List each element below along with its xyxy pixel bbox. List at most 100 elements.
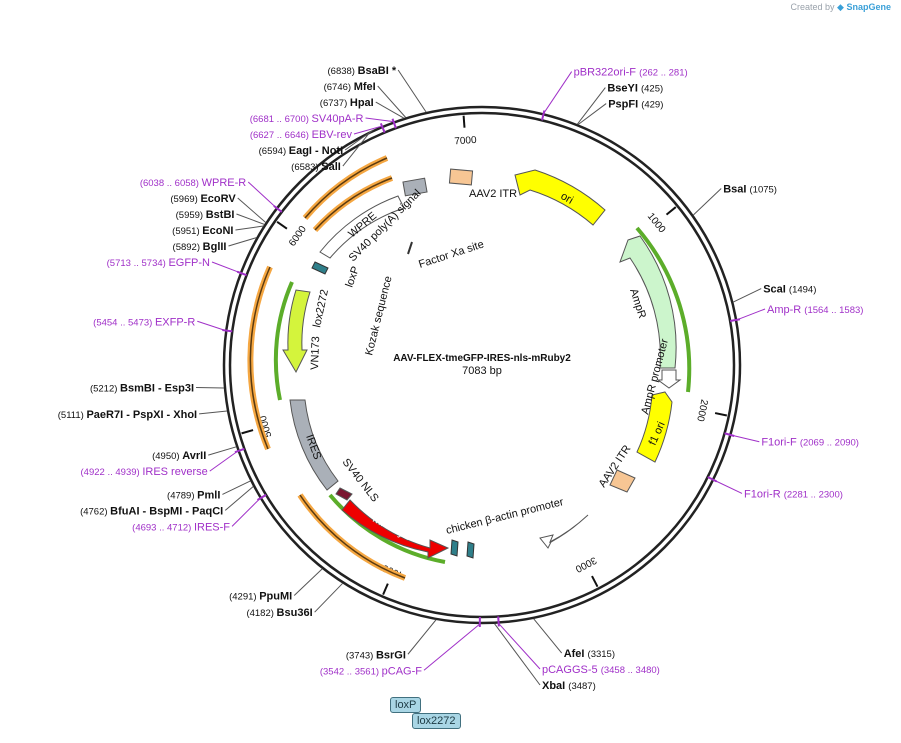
site-position: (4291) (229, 592, 259, 603)
site-label-ebv-rev[interactable]: (6627 .. 6646) EBV-rev (250, 129, 353, 141)
site-label-pbr322ori-f[interactable]: pBR322ori-F (262 .. 281) (574, 67, 688, 79)
primer-mark-ebv-rev (379, 122, 386, 133)
site-label-pcag-f[interactable]: (3542 .. 3561) pCAG-F (320, 665, 422, 677)
site-name: BstBI (206, 209, 235, 221)
site-position: (5951) (172, 226, 202, 237)
kozak-sequence-label: Kozak sequence (363, 275, 394, 357)
leader-hpai (375, 101, 404, 119)
sv40-polya-feature (402, 177, 428, 197)
leader-bsu36i (314, 582, 343, 613)
leader-sv40pa-r (365, 117, 394, 123)
site-label-sali[interactable]: (6583) SalI (291, 161, 341, 173)
site-name: ScaI (763, 284, 789, 296)
site-label-pmli[interactable]: (4789) PmlI (167, 489, 220, 501)
site-name: EXFP-R (155, 316, 195, 328)
site-label-f1ori-f[interactable]: F1ori-F (2069 .. 2090) (761, 437, 859, 449)
site-label-econi[interactable]: (5951) EcoNI (172, 225, 233, 237)
leader-f1ori-r (713, 479, 743, 494)
site-label-bsrgi[interactable]: (3743) BsrGI (346, 649, 406, 661)
leader-wpre-r (247, 181, 277, 209)
loxp-label: loxP (344, 265, 363, 289)
green-track-3 (635, 226, 692, 393)
site-name: IRES-F (194, 521, 230, 533)
site-label-ires-f[interactable]: (4693 .. 4712) IRES-F (132, 521, 230, 533)
site-position: (4762) (80, 506, 110, 517)
site-label-exfp-r[interactable]: (5454 .. 5473) EXFP-R (93, 316, 195, 328)
site-position: (4950) (152, 451, 182, 462)
credit-logo-text: SnapGene (846, 2, 891, 12)
site-label-mfei[interactable]: (6746) MfeI (324, 81, 376, 93)
site-name: BsrGI (376, 649, 406, 661)
site-label-bsmbi-esp3i[interactable]: (5212) BsmBI - Esp3I (90, 382, 194, 394)
site-label-f1ori-r[interactable]: F1ori-R (2281 .. 2300) (744, 488, 843, 500)
leader-xbai (494, 623, 541, 686)
site-label-bstbi[interactable]: (5959) BstBI (176, 209, 235, 221)
backbone-outer (222, 105, 742, 625)
site-label-ecorv[interactable]: (5969) EcoRV (170, 193, 236, 205)
site-name: PspFI (608, 99, 641, 111)
green-track-1 (273, 281, 294, 401)
site-label-bglii[interactable]: (5892) BglII (173, 241, 227, 253)
leader-mfei (377, 85, 407, 118)
aav2-itr-label-left: AAV2 ITR (469, 188, 517, 200)
site-name: EcoNI (202, 225, 233, 237)
created-by-credit: Created by ◆ SnapGene (791, 2, 892, 13)
leader-sali (342, 130, 372, 167)
site-label-sv40pa-r[interactable]: (6681 .. 6700) SV40pA-R (250, 113, 364, 125)
site-label-avrii[interactable]: (4950) AvrII (152, 450, 206, 462)
site-position: (1075) (750, 185, 777, 196)
leader-pbr322ori-f (543, 71, 573, 114)
green-track-2 (328, 493, 446, 564)
site-label-bseyi[interactable]: BseYI (425) (607, 83, 663, 95)
wpre-feature (319, 195, 405, 259)
site-label-egfp-n[interactable]: (5713 .. 5734) EGFP-N (107, 257, 210, 269)
leader-ppumi (293, 568, 323, 596)
site-name: SalI (321, 161, 341, 173)
site-position: (6681 .. 6700) (250, 114, 312, 125)
leader-avrii (208, 446, 237, 456)
site-name: F1ori-F (761, 437, 800, 449)
site-name: AfeI (564, 648, 588, 660)
site-label-pspfi[interactable]: PspFI (429) (608, 99, 663, 111)
site-name: BseYI (607, 83, 641, 95)
primer-mark-egfp-n (236, 270, 247, 277)
site-position: (5454 .. 5473) (93, 317, 155, 328)
site-name: EGFP-N (168, 257, 210, 269)
backbone-inner (228, 111, 736, 619)
site-label-bsabi-[interactable]: (6838) BsaBI * (328, 65, 397, 77)
site-label-ppumi[interactable]: (4291) PpuMI (229, 591, 292, 603)
site-position: (5959) (176, 210, 206, 221)
tick-4000 (382, 583, 389, 596)
site-label-bsu36i[interactable]: (4182) Bsu36I (246, 607, 312, 619)
site-label-wpre-r[interactable]: (6038 .. 6058) WPRE-R (140, 177, 246, 189)
site-label-eagi-noti[interactable]: (6594) EagI - NotI (259, 145, 344, 157)
site-label-afei[interactable]: AfeI (3315) (564, 648, 615, 660)
site-label-hpai[interactable]: (6737) HpaI (320, 97, 374, 109)
leader-ecorv (237, 197, 267, 223)
tick-label-2000: 2000 (694, 398, 709, 422)
site-name: MfeI (354, 81, 376, 93)
site-position: (5111) (58, 410, 87, 421)
site-label-paer7i-pspxi-xhoi[interactable]: (5111) PaeR7I - PspXI - XhoI (58, 409, 197, 421)
site-label-scai[interactable]: ScaI (1494) (763, 284, 816, 296)
site-name: IRES reverse (142, 466, 207, 478)
primer-mark-pcaggs-5 (497, 616, 500, 627)
plasmid-name: AAV-FLEX-tmeGFP-IRES-nls-mRuby2 (393, 353, 571, 364)
site-label-amp-r[interactable]: Amp-R (1564 .. 1583) (767, 304, 863, 316)
leader-bsmbi (196, 386, 225, 389)
site-position: (1564 .. 1583) (804, 305, 863, 316)
site-name: BfuAI - BspMI - PaqCI (110, 505, 223, 517)
loxp-right-feature (450, 539, 459, 557)
site-name: F1ori-R (744, 488, 784, 500)
site-label-xbai[interactable]: XbaI (3487) (542, 680, 596, 692)
primer-mark-amp-r (729, 318, 741, 323)
plasmid-size: 7083 bp (462, 365, 502, 377)
site-label-pcaggs-5[interactable]: pCAGGS-5 (3458 .. 3480) (542, 664, 660, 676)
site-position: (5713 .. 5734) (107, 258, 169, 269)
site-label-ires-reverse[interactable]: (4922 .. 4939) IRES reverse (81, 466, 208, 478)
site-label-bfuai-bspmi-paqci[interactable]: (4762) BfuAI - BspMI - PaqCI (80, 505, 223, 517)
site-name: SV40pA-R (312, 113, 364, 125)
leader-bglii (228, 237, 257, 247)
site-label-bsai[interactable]: BsaI (1075) (723, 184, 777, 196)
